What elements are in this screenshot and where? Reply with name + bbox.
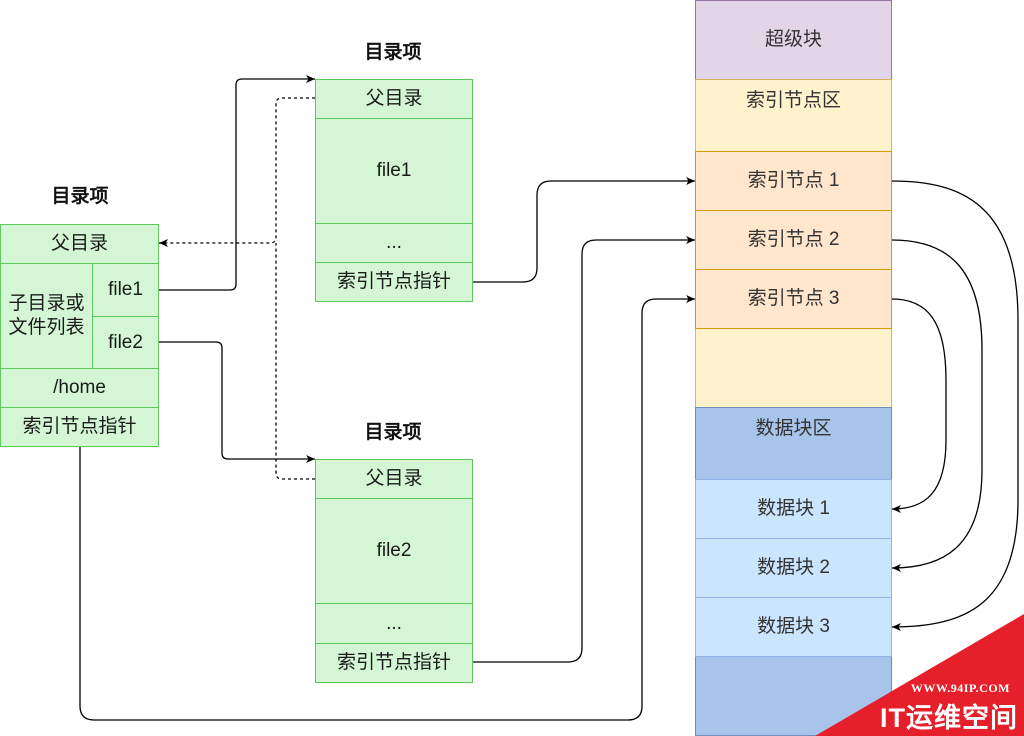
left-entry-file1: file1 — [92, 263, 159, 317]
left-entry-name: /home — [0, 368, 159, 408]
connector-inode-3-to-data-block-1 — [891, 298, 947, 514]
inode-3: 索引节点 3 — [695, 269, 892, 329]
top-entry-title: 目录项 — [364, 42, 422, 63]
list-label-line: 子目录或 — [8, 293, 85, 314]
left-entry-parent: 父目录 — [0, 224, 159, 264]
connector-inode-1-to-data-block-3 — [891, 180, 1019, 632]
left-entry-file2: file2 — [92, 316, 159, 369]
left-entry-title: 目录项 — [51, 186, 109, 207]
connector-parent-link-top — [159, 97, 315, 248]
connector-parent-link-bottom — [275, 243, 315, 480]
data-block-1: 数据块 1 — [695, 479, 892, 539]
watermark-brand: IT运维空间 — [880, 703, 1018, 733]
top-entry-parent: 父目录 — [315, 79, 473, 119]
bottom-entry-title: 目录项 — [364, 422, 422, 443]
bottom-entry-content: file2 — [315, 498, 473, 604]
watermark-url: WWW.94IP.COM — [910, 681, 1010, 695]
bottom-entry-inode-pointer: 索引节点指针 — [315, 643, 473, 683]
disk-layout: 超级块 索引节点区 索引节点 1 索引节点 2 索引节点 3 数据块区 数据块 … — [695, 0, 892, 736]
top-directory-entry: 父目录 file1 ... 索引节点指针 — [315, 79, 473, 302]
top-entry-inode-pointer: 索引节点指针 — [315, 262, 473, 302]
connector-file2-to-entry — [159, 341, 315, 464]
data-block-3: 数据块 3 — [695, 597, 892, 657]
bottom-entry-parent: 父目录 — [315, 459, 473, 499]
inode-1: 索引节点 1 — [695, 151, 892, 211]
top-entry-ellipsis: ... — [315, 223, 473, 263]
bottom-directory-entry: 父目录 file2 ... 索引节点指针 — [315, 459, 473, 683]
superblock: 超级块 — [695, 0, 892, 80]
top-entry-content: file1 — [315, 118, 473, 224]
connector-file1-to-entry — [159, 74, 315, 291]
connector-bottom-pointer-to-inode-2 — [473, 235, 695, 663]
bottom-entry-ellipsis: ... — [315, 603, 473, 644]
left-entry-list-label: 子目录或 文件列表 — [0, 263, 93, 369]
connector-inode-2-to-data-block-2 — [891, 239, 983, 573]
connector-top-pointer-to-inode-1 — [473, 176, 695, 283]
data-block-2: 数据块 2 — [695, 538, 892, 598]
inode-2: 索引节点 2 — [695, 210, 892, 270]
list-label-line: 文件列表 — [8, 317, 85, 338]
left-entry-inode-pointer: 索引节点指针 — [0, 407, 159, 447]
left-directory-entry: 父目录 子目录或 文件列表 file1 file2 /home 索引节点指针 — [0, 224, 159, 447]
